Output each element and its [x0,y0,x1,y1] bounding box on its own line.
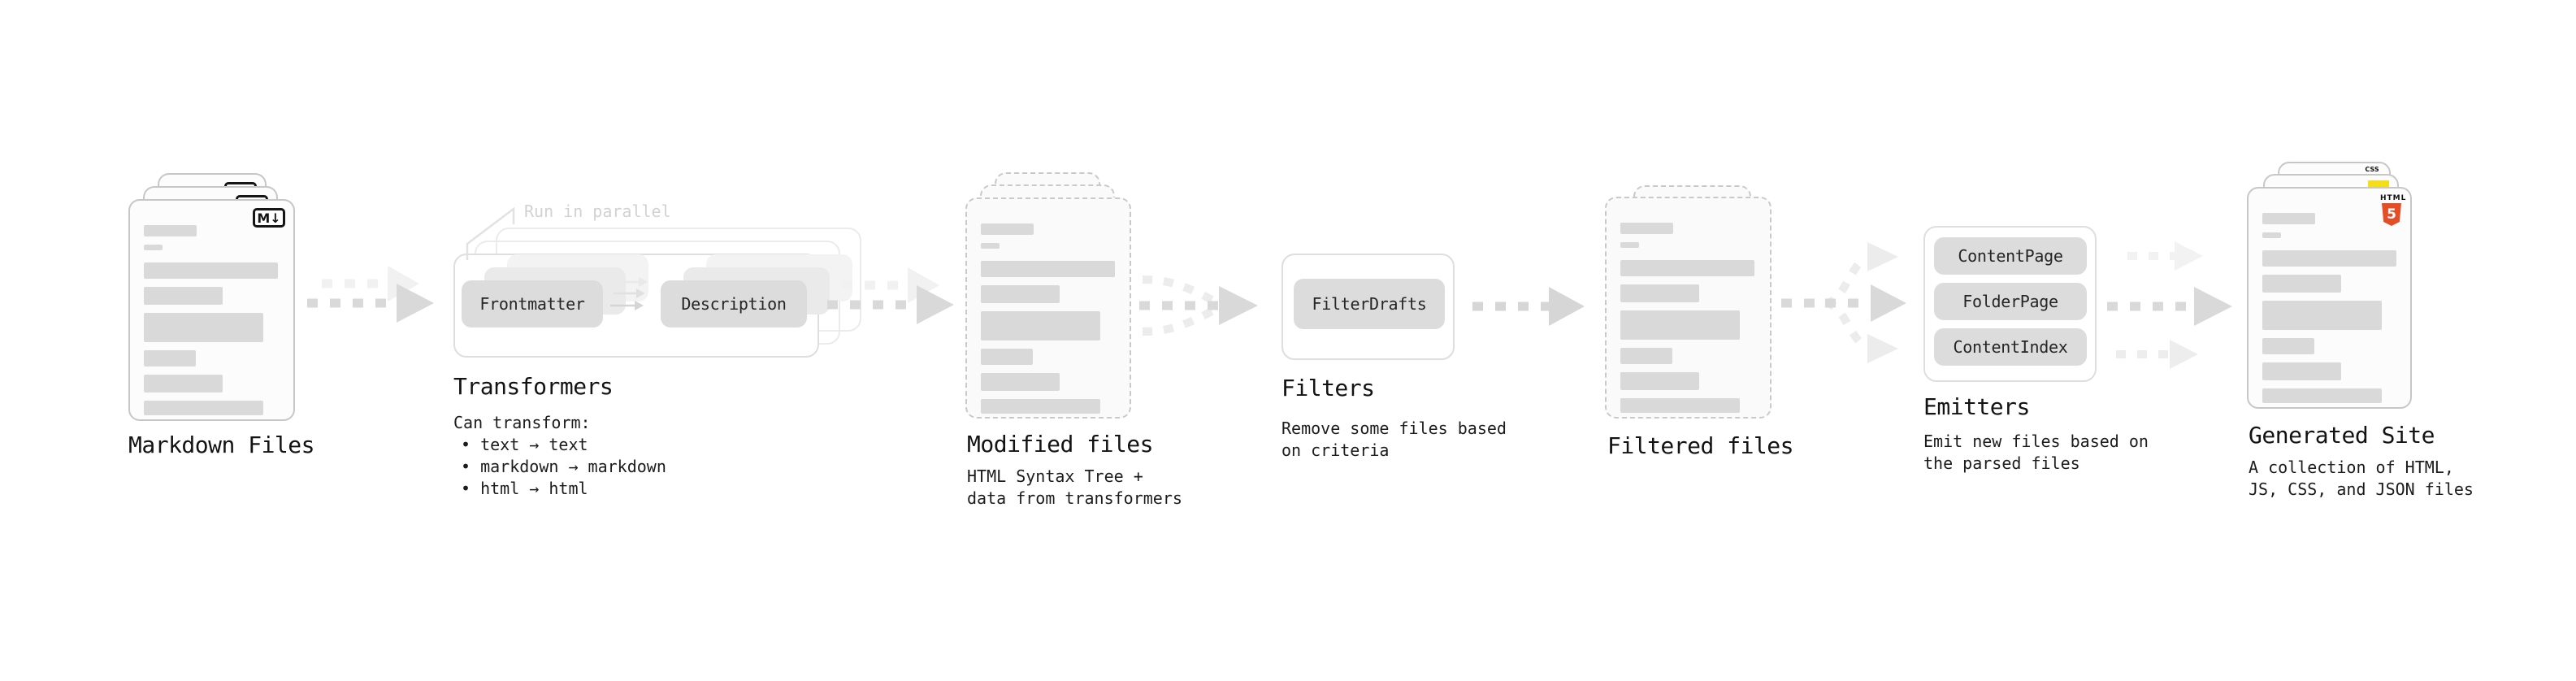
bullet-item: • html → html [461,479,588,498]
html5-number: 5 [2387,206,2396,223]
markdown-icon: M↓ [253,208,285,228]
emitters-description: Emit new files based on the parsed files [1923,431,2149,475]
description-line: Emit new files based on [1923,432,2149,451]
filters-label: Filters [1281,375,1375,401]
html-file-card: HTML 5 [2247,187,2412,409]
contentindex-pill: ContentIndex [1934,328,2087,366]
html5-icon: HTML 5 [2380,194,2407,226]
css-icon-label: CSS [2365,166,2379,173]
can-transform-title: Can transform: [453,413,591,432]
modified-files-label: Modified files [967,431,1154,458]
contentpage-pill: ContentPage [1934,237,2087,275]
run-in-parallel-note: Run in parallel [524,202,671,221]
arrow-emitters-to-generated [2107,241,2232,369]
arrow-filtered-to-emitters-fork [1781,242,1906,363]
description-line: data from transformers [967,488,1182,508]
arrow-filters-to-filtered [1472,287,1585,326]
transformers-label: Transformers [453,373,614,400]
filterdrafts-pill: FilterDrafts [1294,279,1445,329]
markdown-file-card-front: M↓ [128,199,295,421]
frontmatter-pill: Frontmatter [462,280,603,327]
description-line: A collection of HTML, [2249,458,2454,477]
generated-site-label: Generated Site [2249,422,2435,449]
text-skeleton [981,223,1115,414]
modified-file-card-front [965,197,1131,419]
arrow-modified-to-filters-merge [1139,275,1258,336]
transformers-description: Can transform: • text → text • markdown … [453,412,666,500]
description-line: on criteria [1281,440,1390,460]
arrow-markdown-to-transformers [307,266,434,323]
html5-shield: 5 [2382,203,2401,226]
text-skeleton [1620,223,1754,413]
bullet-item: • text → text [461,435,588,454]
emitters-label: Emitters [1923,393,2030,420]
description-line: the parsed files [1923,453,2080,473]
bullet-item: • markdown → markdown [461,457,666,476]
text-skeleton [144,225,278,415]
modified-files-description: HTML Syntax Tree + data from transformer… [967,466,1182,510]
description-pill: Description [661,280,807,327]
folderpage-pill: FolderPage [1934,283,2087,320]
markdown-files-label: Markdown Files [128,432,315,458]
html5-icon-word: HTML [2380,194,2407,202]
generated-site-description: A collection of HTML, JS, CSS, and JSON … [2249,457,2474,501]
filtered-files-label: Filtered files [1607,432,1794,459]
description-line: JS, CSS, and JSON files [2249,479,2474,499]
filters-description: Remove some files based on criteria [1281,418,1507,462]
description-line: Remove some files based [1281,419,1507,438]
description-line: HTML Syntax Tree + [967,466,1143,486]
filtered-file-card-front [1605,197,1772,419]
text-skeleton [2262,213,2396,403]
